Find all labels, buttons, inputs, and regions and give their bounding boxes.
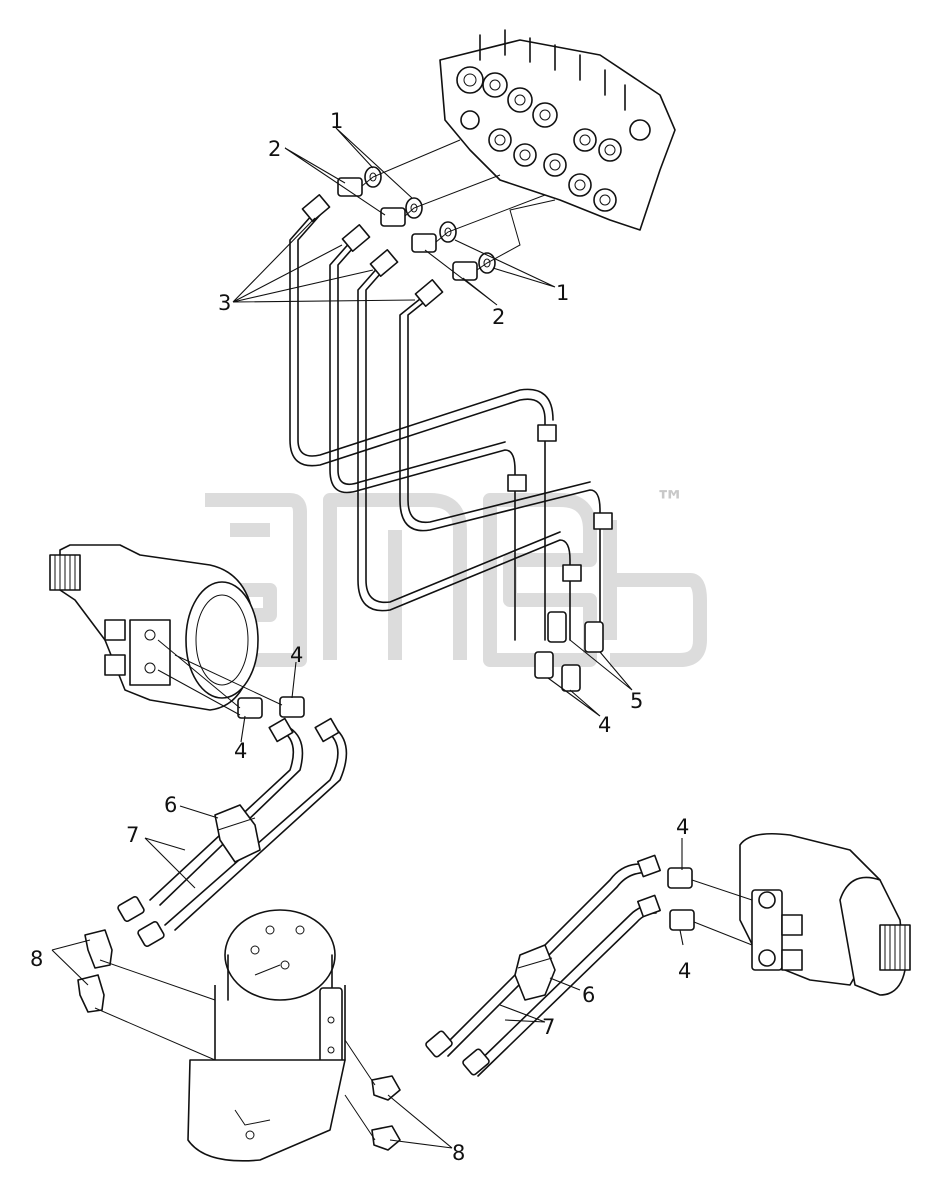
callout-7-left: 7 xyxy=(126,823,139,847)
callout-4-right-lower: 4 xyxy=(678,959,691,983)
callout-6-left: 6 xyxy=(164,793,177,817)
right-hoses-part-7 xyxy=(425,854,661,1077)
callout-4-left-upper: 4 xyxy=(290,643,303,667)
right-motor xyxy=(739,832,911,996)
callout-2-top: 2 xyxy=(268,137,281,161)
unions-part-4-top xyxy=(534,651,581,692)
rotary-joint xyxy=(187,909,346,1162)
left-hoses-part-7 xyxy=(117,717,348,947)
callout-5: 5 xyxy=(630,689,643,713)
tubes-part-3 xyxy=(289,194,613,641)
callout-1-top: 1 xyxy=(330,109,343,133)
right-hose-clamp-part-6 xyxy=(514,944,556,1001)
callout-2-bottom: 2 xyxy=(492,305,505,329)
callout-6-right: 6 xyxy=(582,983,595,1007)
elbows-part-8-left xyxy=(77,929,113,1013)
callout-7-right: 7 xyxy=(542,1015,555,1039)
callout-4-left-lower: 4 xyxy=(234,739,247,763)
unions-part-4-right-motor xyxy=(667,867,695,931)
left-hose-clamp-part-6 xyxy=(214,804,261,863)
callout-8-right: 8 xyxy=(452,1141,465,1165)
control-valve-block xyxy=(439,29,676,231)
callout-3: 3 xyxy=(218,291,231,315)
unions-part-4-left-motor xyxy=(237,696,305,719)
callouts: 1 2 3 1 2 4 4 5 4 6 7 8 4 4 6 7 8 xyxy=(30,109,691,1165)
watermark-tm: ™ xyxy=(655,485,685,520)
callout-4-valve: 4 xyxy=(598,713,611,737)
watermark-logo: ™ xyxy=(198,485,707,667)
left-motor xyxy=(49,544,259,711)
callout-4-right-upper: 4 xyxy=(676,815,689,839)
elbows-part-8-right xyxy=(371,1075,401,1151)
adapters-part-5 xyxy=(547,611,604,653)
callout-8-left: 8 xyxy=(30,947,43,971)
valve-ports xyxy=(456,66,651,212)
callout-1-bottom: 1 xyxy=(556,281,569,305)
leader-lines xyxy=(51,127,684,1149)
